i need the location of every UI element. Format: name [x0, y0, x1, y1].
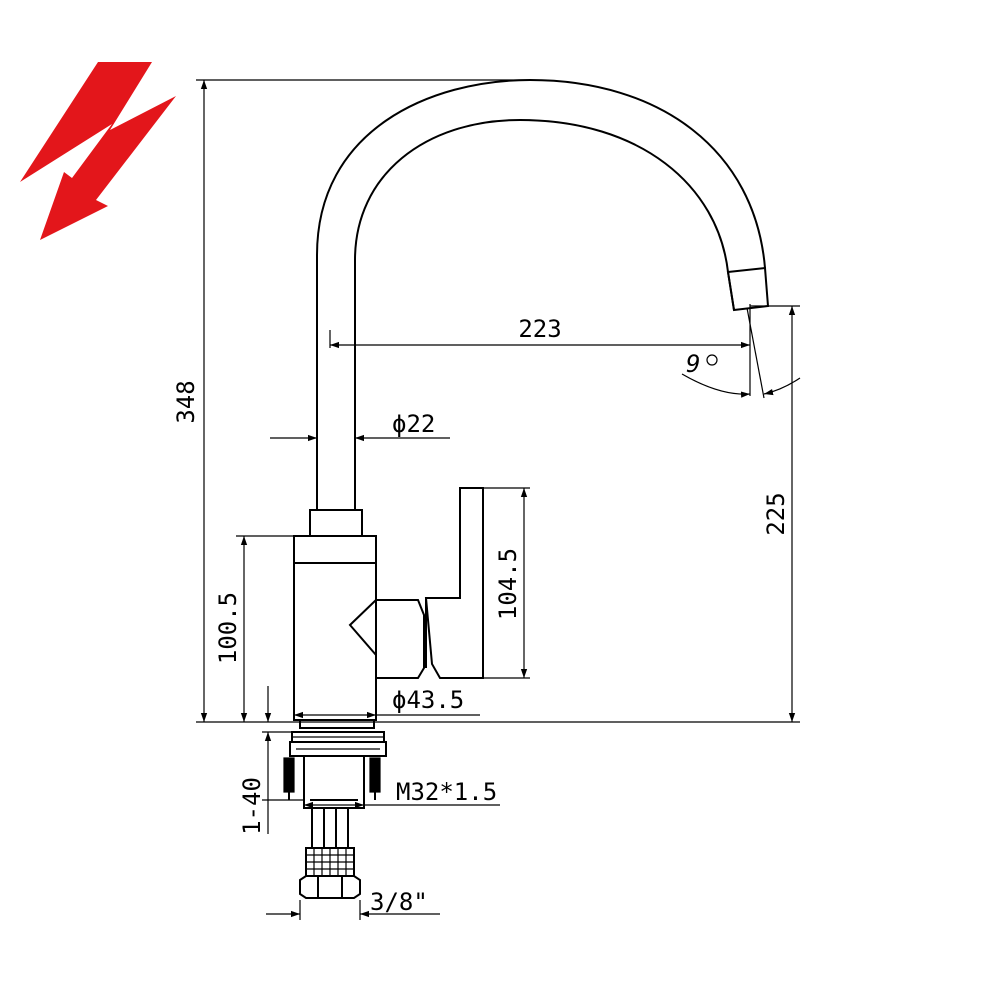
svg-text:9: 9 [686, 350, 700, 378]
lightning-bolt-icon [20, 62, 176, 240]
dimension-labels: 348 223 9 ϕ22 225 104.5 100.5 ϕ43.5 1-40… [172, 315, 790, 916]
label-mount-thickness: 1-40 [238, 777, 266, 835]
faucet-outline [283, 78, 770, 899]
label-total-height: 348 [172, 380, 200, 423]
label-spout-outlet-height: 225 [762, 492, 790, 535]
label-handle-height: 104.5 [494, 548, 522, 620]
label-spout-reach: 223 [518, 315, 561, 343]
reference-lines [196, 79, 800, 920]
label-hose-fitting: 3/8" [370, 888, 428, 916]
label-body-diameter: ϕ43.5 [392, 686, 464, 714]
label-body-height: 100.5 [214, 592, 242, 664]
label-spout-diameter: ϕ22 [392, 410, 435, 438]
dimension-lines [200, 80, 801, 918]
label-spout-angle: 9 [686, 350, 718, 378]
label-thread: M32*1.5 [396, 778, 497, 806]
